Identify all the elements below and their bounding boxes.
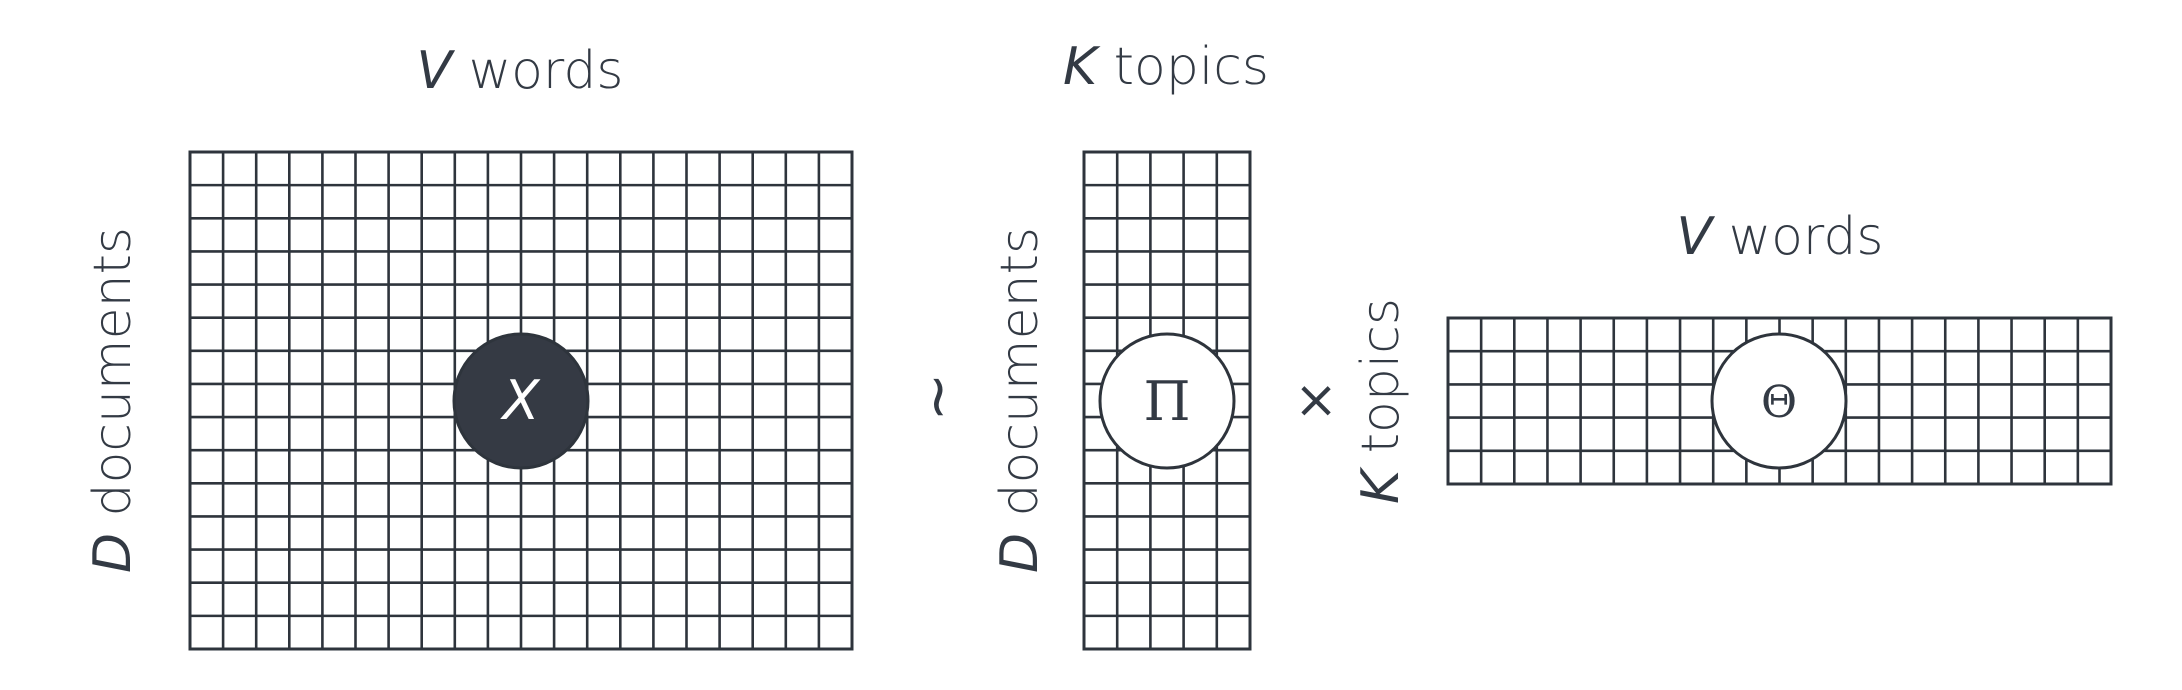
matrix-pi-side-var: D — [990, 533, 1050, 573]
matrix-x-element-circle — [452, 332, 590, 470]
matrix-x-grid-border — [188, 150, 854, 651]
matrix-pi: K topics D documents Π — [990, 37, 1269, 651]
matrix-x-top-text: words — [452, 41, 623, 101]
matrix-theta-symbol: Θ — [1761, 377, 1797, 428]
matrix-theta-top-text: words — [1712, 207, 1883, 267]
matrix-theta-grid-border — [1446, 316, 2113, 486]
matrix-x-top-var: V — [416, 41, 455, 101]
matrix-x-top-label: V words — [416, 41, 623, 101]
matrix-theta-top-var: V — [1676, 207, 1715, 267]
matrix-theta-side-var: K — [1351, 466, 1411, 504]
matrix-pi-top-text: topics — [1097, 37, 1269, 97]
matrix-pi-top-label: K topics — [1063, 37, 1269, 97]
matrix-theta-top-label: V words — [1676, 207, 1883, 267]
matrix-x-symbol: X — [500, 369, 541, 432]
matrix-theta-element-circle — [1710, 332, 1848, 470]
matrix-pi-grid-border — [1082, 150, 1252, 651]
matrix-x-side-label: D documents — [83, 227, 143, 573]
matrix-x-side-text: documents — [83, 227, 143, 533]
matrix-pi-side-text: documents — [990, 227, 1050, 533]
matrix-x: V words D documents X — [83, 41, 854, 651]
matrix-theta: V words K topics Θ — [1351, 207, 2113, 504]
matrix-theta-side-text: topics — [1351, 298, 1411, 470]
matrix-theta-side-label: K topics — [1351, 298, 1411, 504]
matrix-pi-side-label: D documents — [990, 227, 1050, 573]
approx-operator: ~ — [906, 373, 974, 422]
matrix-x-side-var: D — [83, 533, 143, 573]
times-operator: × — [1294, 370, 1338, 430]
matrix-pi-top-var: K — [1063, 37, 1101, 97]
matrix-pi-symbol: Π — [1143, 370, 1190, 433]
matrix-pi-element-circle — [1098, 332, 1236, 470]
